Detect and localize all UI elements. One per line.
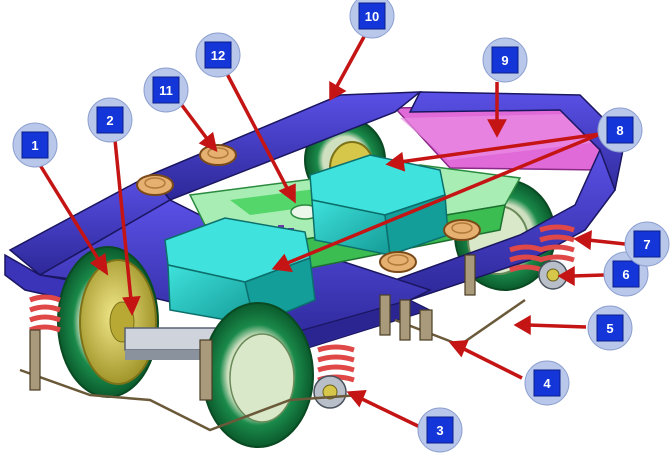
callout-badge-11: 11 xyxy=(143,67,189,113)
callout-label-1: 1 xyxy=(31,138,38,153)
callout-badge-5: 5 xyxy=(587,305,633,351)
callout-label-8: 8 xyxy=(616,123,623,138)
callout-label-7: 7 xyxy=(643,237,650,252)
callout-label-4: 4 xyxy=(543,376,551,391)
callout-label-12: 12 xyxy=(211,48,225,63)
callout-badge-2: 2 xyxy=(87,97,133,143)
callout-arrows xyxy=(38,34,626,429)
callout-badge-4: 4 xyxy=(524,360,570,406)
callout-label-6: 6 xyxy=(622,267,629,282)
callout-label-2: 2 xyxy=(106,113,113,128)
front-right-wheel xyxy=(202,302,314,448)
callout-label-11: 11 xyxy=(159,83,173,98)
callout-badge-12: 12 xyxy=(195,32,241,78)
callout-label-3: 3 xyxy=(436,423,443,438)
callout-label-9: 9 xyxy=(501,53,508,68)
primary-springs xyxy=(29,224,575,383)
callout-badge-9: 9 xyxy=(482,37,528,83)
brake-disc xyxy=(79,259,157,385)
callout-badge-7: 7 xyxy=(624,221,670,267)
callout-label-5: 5 xyxy=(606,321,613,336)
traction-motor-rear xyxy=(309,154,449,257)
callout-badge-8: 8 xyxy=(597,107,643,153)
callout-label-10: 10 xyxy=(365,9,379,24)
callout-badge-3: 3 xyxy=(417,407,463,453)
callout-badge-10: 10 xyxy=(349,0,395,39)
callout-badge-1: 1 xyxy=(12,122,58,168)
